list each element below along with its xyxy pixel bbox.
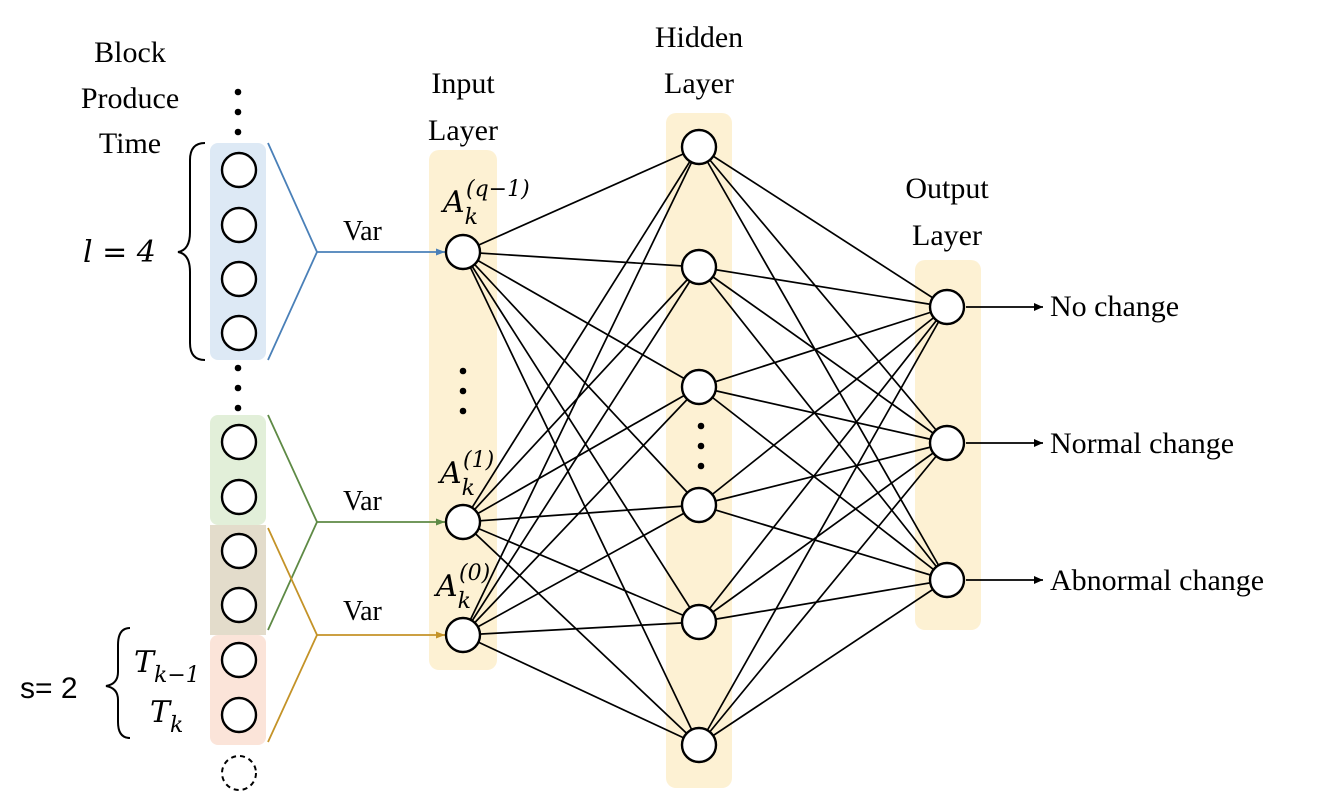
- step-size-label: s= 2: [20, 672, 78, 705]
- network-edge: [462, 266, 700, 636]
- var-label: Var: [343, 216, 383, 247]
- input-node-label-1: Ak(1): [437, 448, 494, 501]
- block-node-t-curr: [220, 696, 258, 734]
- green-window-funnel: [267, 414, 318, 631]
- network-edge: [698, 579, 948, 623]
- network-edge: [462, 621, 700, 636]
- network-edge: [462, 504, 700, 636]
- window-band-blue: [210, 143, 266, 360]
- network-edge: [462, 386, 700, 636]
- block-time-nodes: [220, 151, 258, 791]
- output-label-no-change: No change: [1050, 290, 1179, 323]
- hidden-layer-title: Layer: [664, 67, 734, 100]
- output-label-abnormal-change: Abnormal change: [1050, 564, 1264, 597]
- block-produce-time-title: Produce: [81, 82, 179, 115]
- network-edge: [462, 251, 700, 506]
- ellipsis-vertical-icon: [459, 367, 467, 415]
- hidden-node: [680, 603, 718, 641]
- input-node: [444, 233, 482, 271]
- input-node: [444, 616, 482, 654]
- block-node: [220, 478, 258, 516]
- block-produce-time-title: Block: [94, 36, 166, 69]
- network-edge: [462, 146, 700, 636]
- hidden-node: [680, 486, 718, 524]
- network-edge: [698, 442, 948, 506]
- network-edge: [462, 521, 700, 623]
- network-edge: [462, 146, 700, 523]
- block-node: [220, 314, 258, 352]
- network-edge: [462, 386, 700, 523]
- network-edge: [462, 251, 700, 746]
- hidden-node: [680, 368, 718, 406]
- block-node: [220, 151, 258, 189]
- output-layer-title: Layer: [912, 219, 982, 252]
- network-edge: [462, 504, 700, 523]
- ellipsis-vertical-icon: [234, 364, 242, 412]
- network-edge: [698, 146, 948, 308]
- ellipsis-vertical-icon: [697, 422, 705, 470]
- ellipsis-vertical-icon: [234, 88, 242, 136]
- network-edge: [462, 251, 700, 388]
- output-label-normal-change: Normal change: [1050, 427, 1234, 460]
- input-node: [444, 503, 482, 541]
- block-node: [220, 206, 258, 244]
- network-edge: [462, 634, 700, 746]
- curly-brace-icon: [177, 142, 206, 361]
- network-edge: [698, 146, 948, 444]
- orange-window-funnel: [267, 527, 318, 743]
- network-edge: [698, 442, 948, 746]
- network-edge: [698, 504, 948, 581]
- network-edge: [462, 251, 700, 268]
- hidden-layer-band: [666, 113, 732, 788]
- network-edge: [698, 386, 948, 581]
- block-produce-time-title: Time: [99, 127, 161, 160]
- output-node: [928, 424, 966, 462]
- hidden-layer-title: Hidden: [655, 21, 743, 54]
- input-node-label-0: Ak(0): [433, 561, 490, 614]
- output-node: [928, 288, 966, 326]
- block-node-t-prev: [220, 641, 258, 679]
- network-edge: [698, 306, 948, 388]
- hidden-node: [680, 128, 718, 166]
- output-node: [928, 561, 966, 599]
- network-edge: [698, 386, 948, 444]
- network-edge: [698, 266, 948, 444]
- network-edge: [698, 442, 948, 623]
- network-edge: [462, 521, 700, 746]
- hidden-node: [680, 726, 718, 764]
- network-edge: [462, 266, 700, 523]
- network-edge: [698, 579, 948, 746]
- t-curr-label: Tk: [150, 695, 183, 738]
- curly-brace-icon: [105, 627, 131, 739]
- input-node-label-q-minus-1: Ak(q−1): [440, 177, 530, 230]
- block-node: [220, 532, 258, 570]
- network-edge: [698, 306, 948, 746]
- network-edge: [698, 306, 948, 623]
- var-label: Var: [343, 596, 383, 627]
- network-edge: [698, 146, 948, 581]
- network-edge: [698, 306, 948, 506]
- output-layer-title: Output: [905, 172, 989, 205]
- blue-window-funnel: [267, 142, 318, 361]
- t-prev-label: Tk−1: [134, 645, 200, 688]
- block-node: [220, 586, 258, 624]
- network-edge: [462, 251, 700, 623]
- future-block-node: [221, 755, 257, 791]
- layer-nodes: [444, 128, 966, 764]
- network-edge: [698, 266, 948, 308]
- hidden-node: [680, 248, 718, 286]
- input-layer-title: Input: [431, 67, 495, 100]
- input-layer-title: Layer: [428, 114, 498, 147]
- window-length-label: l = 4: [83, 235, 156, 270]
- var-label: Var: [343, 486, 383, 517]
- block-node: [220, 423, 258, 461]
- network-edges: [462, 146, 948, 746]
- block-node: [220, 260, 258, 298]
- network-edge: [462, 146, 700, 253]
- network-edge: [698, 266, 948, 581]
